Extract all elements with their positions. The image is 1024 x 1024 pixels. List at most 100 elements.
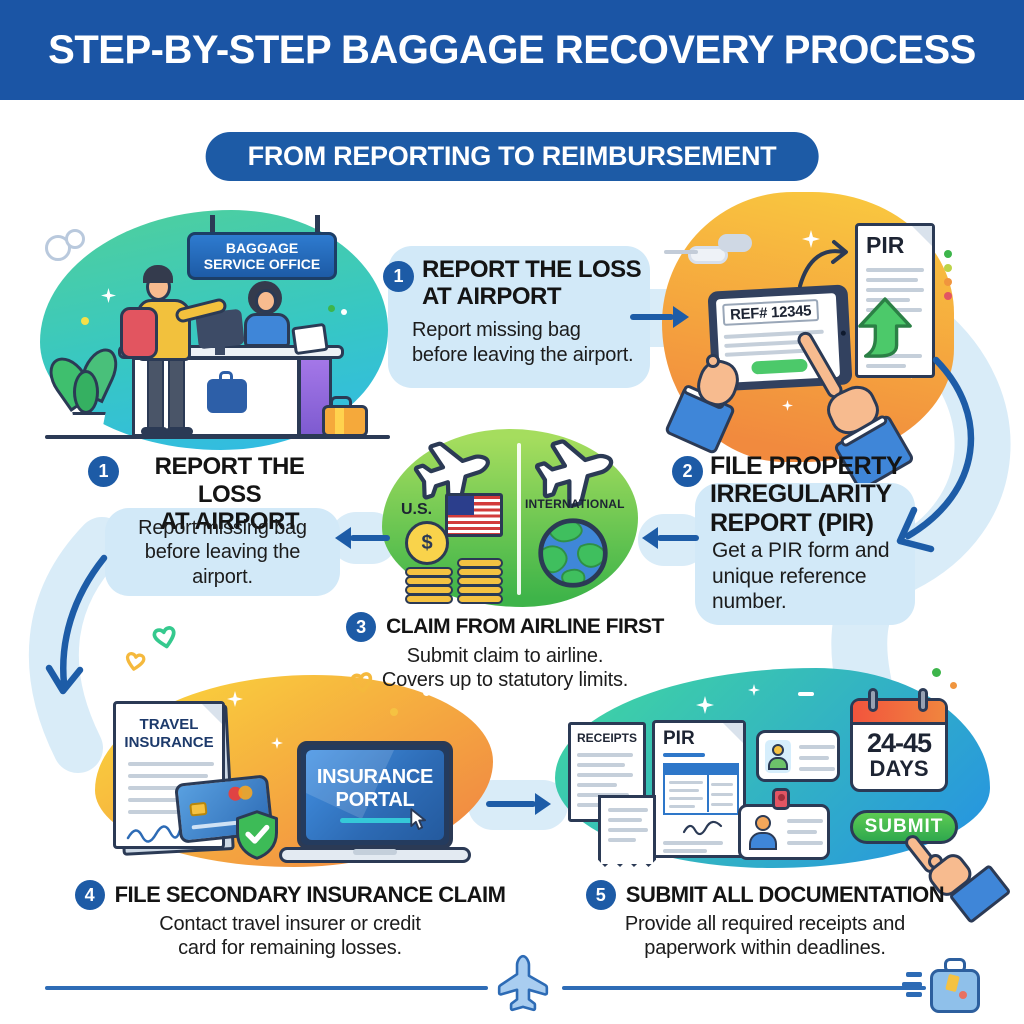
- decor-dot: [423, 689, 430, 696]
- page-fold: [723, 723, 743, 743]
- title-line: IRREGULARITY: [710, 480, 892, 509]
- table-divider: [706, 775, 710, 812]
- doc-line: [663, 841, 723, 845]
- staff-body: [244, 313, 290, 347]
- calendar-pin: [918, 688, 928, 712]
- dollar-coin-icon: $: [405, 521, 449, 565]
- doc-line: [577, 753, 633, 757]
- decor-dot: [81, 317, 89, 325]
- subtitle-badge: FROM REPORTING TO REIMBURSEMENT: [205, 132, 819, 181]
- submit-label: SUBMIT: [864, 816, 944, 837]
- callout-step1-title: REPORT THE LOSS AT AIRPORT: [422, 256, 642, 310]
- doc-line: [608, 818, 642, 822]
- title-line: REPORT (PIR): [710, 508, 874, 537]
- step3-number-badge: 3: [346, 612, 377, 642]
- desc-line: before leaving the: [144, 541, 301, 564]
- page-fold: [912, 226, 932, 246]
- insurance-illustration: TRAVEL INSURANCE: [85, 665, 505, 877]
- pointing-hand-icon: [902, 832, 1012, 925]
- step2-title: FILE PROPERTY IRREGULARITY REPORT (PIR): [710, 452, 903, 537]
- traveler-shoe: [166, 427, 193, 436]
- cloud-icon: [45, 235, 71, 261]
- heart-icon: [125, 652, 146, 671]
- badge-clip-hole: [778, 794, 785, 801]
- international-label: INTERNATIONAL: [525, 497, 625, 511]
- decor-dash: [798, 692, 814, 696]
- us-flag-icon: [445, 493, 503, 537]
- page-title: STEP-BY-STEP BAGGAGE RECOVERY PROCESS: [48, 27, 976, 72]
- desc-line: number.: [712, 590, 787, 614]
- status-dot: [944, 292, 952, 300]
- step1-desc: Report missing bag before leaving the ai…: [105, 516, 340, 589]
- coin-stack-row: [457, 594, 503, 604]
- step4-heading: 4 FILE SECONDARY INSURANCE CLAIM: [70, 880, 510, 910]
- header-banner: STEP-BY-STEP BAGGAGE RECOVERY PROCESS: [0, 0, 1024, 100]
- flag-canton: [448, 496, 474, 515]
- card-line: [787, 830, 817, 834]
- tablet-camera-dot: [840, 330, 846, 336]
- green-up-arrow-icon: [858, 297, 912, 358]
- table-line: [711, 783, 733, 786]
- step4-desc: Contact travel insurer or credit card fo…: [70, 913, 510, 960]
- luggage-stripe: [335, 408, 344, 434]
- doc-title-line: TRAVEL: [139, 716, 199, 733]
- calendar-days-word: DAYS: [869, 756, 929, 782]
- desc-line: Report missing bag: [138, 517, 307, 539]
- cloud-icon: [65, 229, 85, 249]
- page-fold: [202, 704, 222, 724]
- step5-desc: Provide all required receipts and paperw…: [545, 913, 985, 960]
- doc-line: [128, 810, 212, 814]
- desc-line: Covers up to statutory limits.: [381, 668, 629, 691]
- traveler-leg: [168, 357, 185, 429]
- screen-line: [724, 339, 803, 348]
- signature-squiggle: [126, 825, 182, 843]
- tablet-ref-field: REF# 12345: [722, 298, 820, 326]
- doc-line: [663, 849, 707, 853]
- office-illustration: BAGGAGE SERVICE OFFICE: [35, 205, 395, 455]
- cloud-dash: [664, 250, 698, 254]
- table-line: [669, 789, 699, 792]
- card-circle: [237, 784, 254, 801]
- card-line: [787, 819, 823, 823]
- pir-illustration: PIR REF# 12345: [660, 188, 970, 493]
- laptop-base: [279, 847, 471, 863]
- tablet-green-button[interactable]: [751, 358, 808, 375]
- desc-line: Submit claim to airline.: [406, 645, 604, 667]
- desc-line: paperwork within deadlines.: [644, 936, 886, 959]
- doc-line: [128, 762, 214, 766]
- dollar-symbol: $: [421, 531, 433, 554]
- desc-line: Get a PIR form and: [712, 539, 890, 562]
- avatar-head: [755, 815, 771, 831]
- us-label: U.S.: [401, 501, 433, 518]
- table-line: [669, 781, 703, 784]
- pir-form-doc: PIR: [652, 720, 746, 858]
- step1-title: REPORT THE LOSS AT AIRPORT: [122, 453, 337, 536]
- decor-dot: [341, 309, 347, 315]
- table-header: [665, 765, 737, 775]
- doc-line: [866, 278, 918, 282]
- footer-line: [45, 986, 488, 990]
- decor-dot: [950, 682, 957, 689]
- traveler-shoe: [141, 427, 168, 436]
- step1-number-badge: 1: [88, 456, 119, 487]
- office-sign: BAGGAGE SERVICE OFFICE: [187, 232, 337, 280]
- callout-step1: [388, 246, 650, 388]
- table-line: [711, 803, 733, 806]
- arrow-step2-to-claim: [642, 527, 699, 549]
- insurance-portal-title: INSURANCE PORTAL: [306, 766, 444, 812]
- calendar-icon: 24-45 DAYS: [850, 698, 948, 792]
- id-photo: [765, 740, 791, 773]
- screen-underline: [340, 818, 416, 823]
- footer-line: [562, 986, 926, 990]
- office-sign-line: SERVICE OFFICE: [203, 256, 321, 272]
- globe-icon: [538, 518, 608, 588]
- desc-line: Report missing bag: [412, 319, 581, 341]
- heart-icon: [350, 672, 373, 693]
- step5-block: 5 SUBMIT ALL DOCUMENTATION Provide all r…: [545, 880, 985, 960]
- step4-number-badge: 4: [74, 880, 105, 910]
- arrow-insurance-to-docs: [486, 793, 551, 815]
- traveler-leg: [147, 357, 164, 429]
- avatar-body: [768, 757, 788, 770]
- callout-step1-left: [105, 508, 340, 596]
